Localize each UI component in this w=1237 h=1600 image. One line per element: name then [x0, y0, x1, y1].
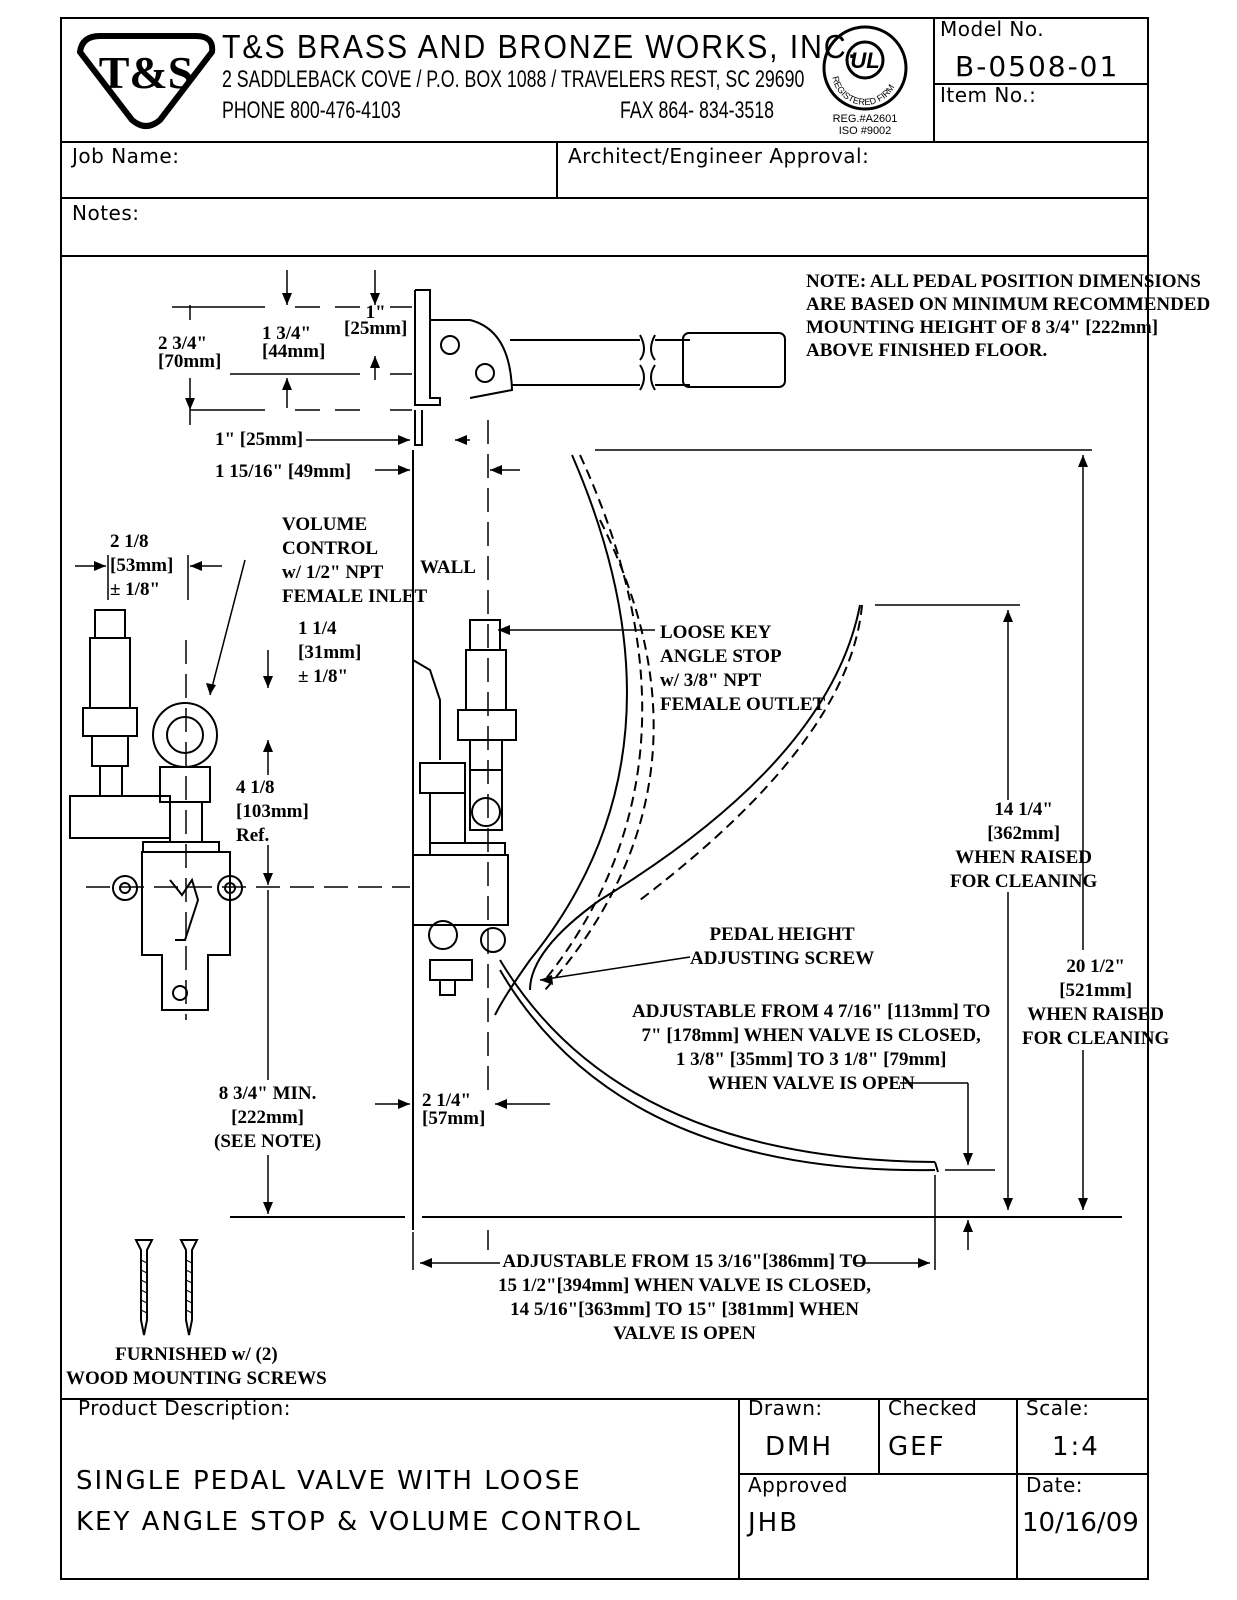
dim-2-1-4: 2 1/4" [57mm] [422, 1090, 486, 1129]
checked-label: Checked [888, 1396, 978, 1420]
main-valve [412, 619, 517, 996]
job-name-label: Job Name: [72, 144, 180, 168]
footer-mid-divider [738, 1473, 1149, 1475]
dim-1-15-16: 1 15/16" [49mm] [215, 461, 352, 482]
volume-control-label: VOLUME CONTROL w/ 1/2" NPT FEMALE INLET [282, 514, 428, 607]
dim-1-top: 1" [25mm] [344, 302, 408, 339]
footer-v3 [1016, 1398, 1018, 1580]
pedal-height-label: PEDAL HEIGHT ADJUSTING SCREW [690, 924, 875, 969]
side-valve [69, 609, 243, 1011]
dim-2-1-8: 2 1/8 [53mm] ± 1/8" [110, 531, 174, 600]
date-label: Date: [1026, 1473, 1084, 1497]
wall-label: WALL [420, 557, 476, 578]
product-description-label: Product Description: [78, 1396, 291, 1420]
description-line-2: KEY ANGLE STOP & VOLUME CONTROL [76, 1507, 642, 1537]
pedal-position-note: NOTE: ALL PEDAL POSITION DIMENSIONS ARE … [806, 271, 1211, 361]
sheet-frame [60, 17, 1149, 1580]
dim-1-bottom: 1" [25mm] [215, 429, 304, 450]
job-divider [60, 197, 1149, 199]
model-mid-divider [933, 83, 1149, 85]
model-box-divider [933, 17, 935, 142]
arrowheads [94, 293, 1088, 1268]
footer-divider [60, 1398, 1149, 1400]
header-divider [60, 141, 1149, 143]
notes-label: Notes: [72, 201, 140, 225]
adjustable-height-label: ADJUSTABLE FROM 4 7/16" [113mm] TO 7" [1… [632, 1001, 991, 1094]
footer-v1 [738, 1398, 740, 1580]
model-label: Model No. [940, 17, 1045, 41]
screws-label: FURNISHED w/ (2) WOOD MOUNTING SCREWS [66, 1344, 327, 1389]
model-value: B-0508-01 [955, 50, 1120, 83]
item-label: Item No.: [940, 83, 1037, 107]
job-approval-divider [556, 141, 558, 198]
notes-divider [60, 255, 1149, 257]
dim-1-1-4: 1 1/4 [31mm] ± 1/8" [298, 618, 362, 687]
loose-key-label: LOOSE KEY ANGLE STOP w/ 3/8" NPT FEMALE … [660, 622, 826, 715]
company-phone: PHONE 800-476-4103 [222, 97, 401, 124]
top-view-detail [414, 289, 786, 446]
description-line-1: SINGLE PEDAL VALVE WITH LOOSE [76, 1466, 582, 1496]
approval-label: Architect/Engineer Approval: [568, 144, 870, 168]
dim-8-3-4: 8 3/4" MIN. [222mm] (SEE NOTE) [214, 1083, 322, 1152]
company-name: T&S BRASS AND BRONZE WORKS, INC. [222, 28, 858, 65]
company-fax: FAX 864- 834-3518 [620, 97, 775, 124]
adjustable-length-label: ADJUSTABLE FROM 15 3/16"[386mm] TO 15 1/… [498, 1251, 872, 1344]
right-dimensions [412, 449, 1092, 1270]
centerlines [86, 420, 489, 1250]
scale-value: 1:4 [1052, 1432, 1100, 1462]
scale-label: Scale: [1026, 1396, 1090, 1420]
left-dimensions [75, 555, 691, 1214]
checked-value: GEF [888, 1432, 946, 1462]
company-address: 2 SADDLEBACK COVE / P.O. BOX 1088 / TRAV… [222, 66, 805, 93]
dim-4-1-8: 4 1/8 [103mm] Ref. [236, 777, 309, 846]
approved-value: JHB [748, 1508, 800, 1538]
pedal-arcs [494, 454, 939, 1173]
dim-20-1-2: 20 1/2" [521mm] WHEN RAISED FOR CLEANING [1022, 956, 1170, 1049]
dim-1-3-4: 1 3/4" [44mm] [262, 323, 326, 362]
date-value: 10/16/09 [1022, 1508, 1139, 1538]
dim-2-3-4: 2 3/4" [70mm] [158, 333, 222, 372]
dim-14-1-4: 14 1/4" [362mm] WHEN RAISED FOR CLEANING [950, 799, 1098, 892]
drawn-label: Drawn: [748, 1396, 823, 1420]
footer-v2 [878, 1398, 880, 1474]
wood-screws [134, 1239, 199, 1336]
drawn-value: DMH [765, 1432, 834, 1462]
approved-label: Approved [748, 1473, 848, 1497]
